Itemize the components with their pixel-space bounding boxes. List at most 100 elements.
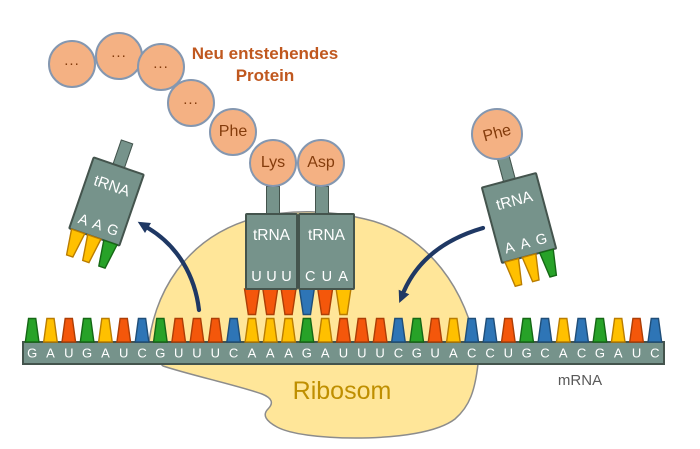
amino-acid-circle: Lys	[249, 139, 297, 187]
mrna-letter: U	[174, 346, 183, 361]
mrna-letter: A	[248, 346, 257, 361]
mrna-nucleotide-U	[427, 317, 443, 343]
mrna-letter: C	[467, 346, 476, 361]
amino-acid-label: Phe	[480, 121, 513, 146]
amino-acid-label: ...	[111, 44, 127, 61]
anticodon-prong-A	[504, 257, 523, 288]
mrna-nucleotide-A	[97, 317, 114, 343]
mrna-letter: A	[321, 346, 330, 361]
mrna-letter: A	[284, 346, 293, 361]
mrna-nucleotide-G	[519, 317, 535, 343]
mrna-nucleotide-U	[189, 317, 205, 343]
mrna-letter: C	[485, 346, 494, 361]
mrna-nucleotide-C	[390, 317, 407, 343]
mrna-nucleotide-U	[207, 317, 223, 343]
amino-acid-label: ...	[183, 91, 199, 108]
mrna-letter: C	[137, 346, 146, 361]
anticodon-letter: G	[104, 221, 121, 240]
anticodon-prongs	[65, 228, 119, 270]
amino-acid-label: Phe	[218, 123, 248, 140]
trna-label: tRNA	[91, 172, 132, 201]
mrna-letter: C	[577, 346, 586, 361]
anticodon-letter: A	[75, 211, 91, 230]
anticodon-letter: U	[266, 269, 277, 285]
anticodon-letter: U	[321, 269, 333, 285]
mrna-letter: U	[430, 346, 439, 361]
amino-acid-label: ...	[153, 55, 169, 72]
mrna-nucleotide-U	[372, 317, 388, 343]
anticodon-letter: G	[534, 230, 550, 250]
mrna-nucleotide-C	[226, 317, 242, 343]
amino-acid-circle: Asp	[297, 139, 345, 187]
mrna-nucleotide-A	[555, 317, 571, 343]
mrna-letter: A	[449, 346, 458, 361]
trna-label: tRNA	[494, 188, 535, 215]
mrna-letter: C	[540, 346, 549, 361]
mrna-letter: U	[119, 346, 128, 361]
trna-label: tRNA	[307, 227, 346, 244]
mrna-letter: G	[522, 346, 532, 361]
mrna-letter: A	[614, 346, 623, 361]
mrna-nucleotide-G	[24, 317, 40, 343]
mrna-letter: U	[211, 346, 220, 361]
mrna-letter: A	[46, 346, 55, 361]
mrna-letter: U	[339, 346, 348, 361]
amino-acid-label: Lys	[260, 154, 286, 171]
mrna-letter: G	[155, 346, 165, 361]
amino-acid-circle: ...	[48, 40, 96, 88]
ribosome-label: Ribosom	[292, 377, 392, 405]
mrna-letter: C	[394, 346, 403, 361]
mrna-nucleotide-C	[573, 317, 590, 343]
mrna-nucleotide-U	[354, 317, 370, 343]
mrna-nucleotide-A	[244, 317, 260, 343]
mrna-letter: U	[504, 346, 513, 361]
amino-acid-circle: ...	[95, 32, 143, 80]
mrna-label: mRNA	[557, 372, 603, 389]
mrna-letter: C	[229, 346, 238, 361]
anticodon-letter: A	[518, 235, 532, 254]
mrna-letter: G	[412, 346, 422, 361]
mrna-nucleotide-A	[317, 317, 333, 343]
mrna-letter: A	[101, 346, 110, 361]
mrna-nucleotide-C	[537, 317, 553, 343]
mrna-nucleotide-C	[464, 317, 480, 343]
caption-new-protein: Neu entstehendes Protein	[191, 44, 339, 86]
mrna-nucleotide-U	[335, 317, 352, 343]
mrna-nucleotide-A	[280, 317, 297, 343]
amino-acid-label: Asp	[307, 154, 335, 171]
anticodon-letter: U	[281, 269, 292, 285]
anticodon-letter: U	[251, 269, 262, 285]
mrna-letter: U	[357, 346, 366, 361]
anticodon-prongs	[504, 248, 558, 288]
mrna-nucleotide-A	[42, 317, 59, 343]
mrna-nucleotide-U	[500, 317, 516, 343]
leaving-trna-arrowhead	[137, 221, 151, 233]
mrna-letter: A	[559, 346, 568, 361]
mrna-letter: C	[650, 346, 659, 361]
mrna-nucleotide-G	[79, 317, 95, 343]
leaving-trna-arrow	[145, 225, 202, 313]
mrna-letter: G	[27, 346, 37, 361]
mrna-letter: U	[375, 346, 384, 361]
arriving-trna-arrow	[401, 225, 486, 294]
mrna-letter: U	[192, 346, 201, 361]
mrna-nucleotide-A	[445, 317, 461, 343]
amino-acid-circle: Phe	[209, 108, 257, 156]
mrna-nucleotide-G	[299, 317, 315, 343]
mrna-nucleotide-G	[592, 317, 608, 343]
mrna-nucleotide-U	[61, 317, 77, 343]
amino-acid-label: ...	[64, 52, 80, 69]
mrna-nucleotide-G	[152, 317, 168, 343]
mrna-nucleotide-C	[482, 317, 498, 343]
mrna-letter: U	[632, 346, 641, 361]
mrna-nucleotide-U	[116, 317, 132, 343]
mrna-letter: A	[266, 346, 275, 361]
mrna-letter: G	[595, 346, 605, 361]
anticodon-prong-A	[81, 233, 102, 264]
